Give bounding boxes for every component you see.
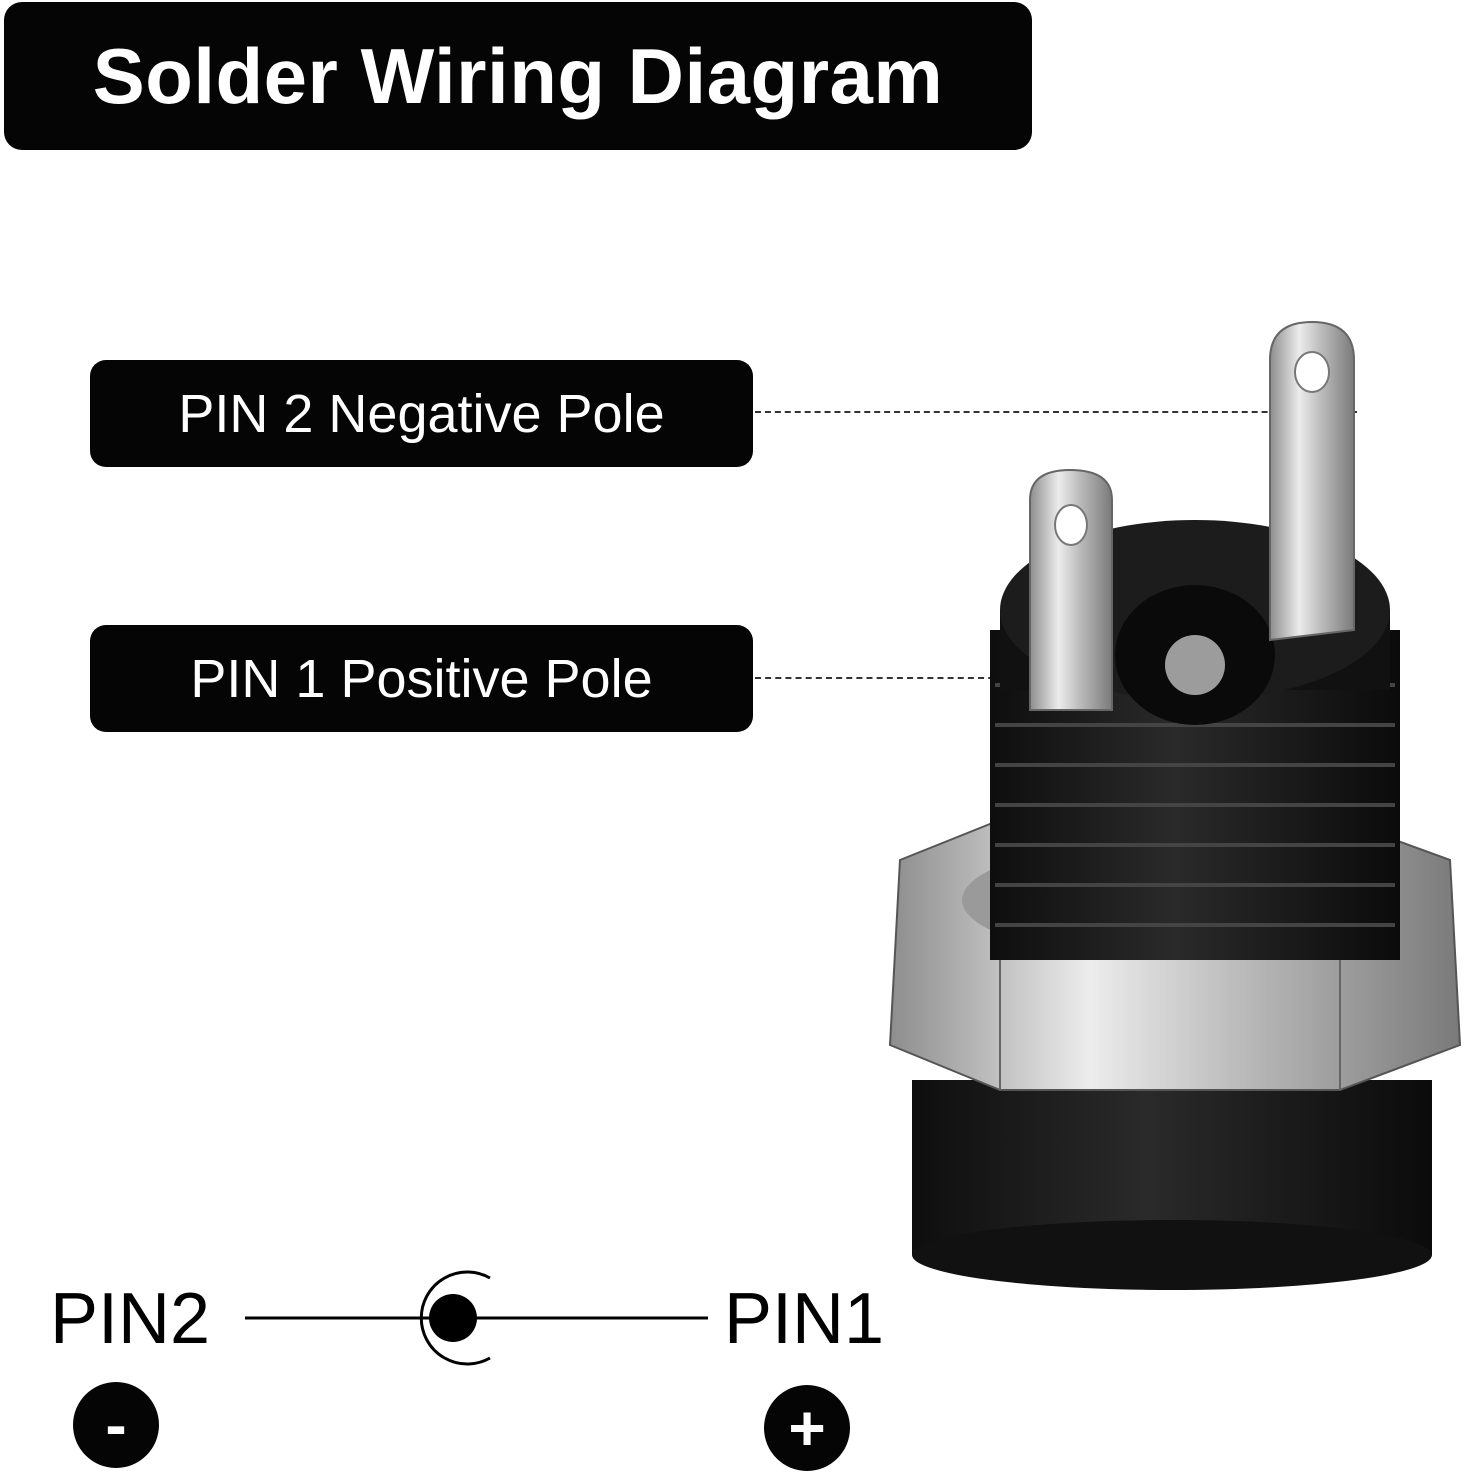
negative-sign-text: -	[105, 1389, 127, 1461]
positive-sign-text: +	[788, 1392, 826, 1464]
pin2-tab	[1269, 320, 1355, 642]
title-banner: Solder Wiring Diagram	[4, 2, 1032, 150]
jack-schematic-symbol	[245, 1270, 708, 1366]
diagram-title: Solder Wiring Diagram	[92, 31, 944, 120]
schematic-sleeve-arc	[419, 1270, 491, 1366]
schematic-pin1-label: PIN1	[724, 1279, 885, 1359]
pin2-leader-line	[755, 411, 1357, 413]
pin2-label: PIN 2 Negative Pole	[178, 383, 665, 444]
schematic-center-pin	[429, 1294, 477, 1342]
schematic-pin2-label: PIN2	[50, 1279, 211, 1359]
jack-base	[912, 1080, 1432, 1290]
pin1-leader-line	[755, 677, 1055, 679]
pin1-label-box: PIN 1 Positive Pole	[90, 625, 753, 732]
positive-sign-icon: +	[764, 1385, 850, 1471]
negative-sign-icon: -	[73, 1382, 159, 1468]
pin1-tab	[1029, 468, 1113, 711]
dc-jack-illustration	[888, 320, 1462, 1290]
pin2-label-box: PIN 2 Negative Pole	[90, 360, 753, 467]
pin1-label: PIN 1 Positive Pole	[190, 648, 653, 709]
